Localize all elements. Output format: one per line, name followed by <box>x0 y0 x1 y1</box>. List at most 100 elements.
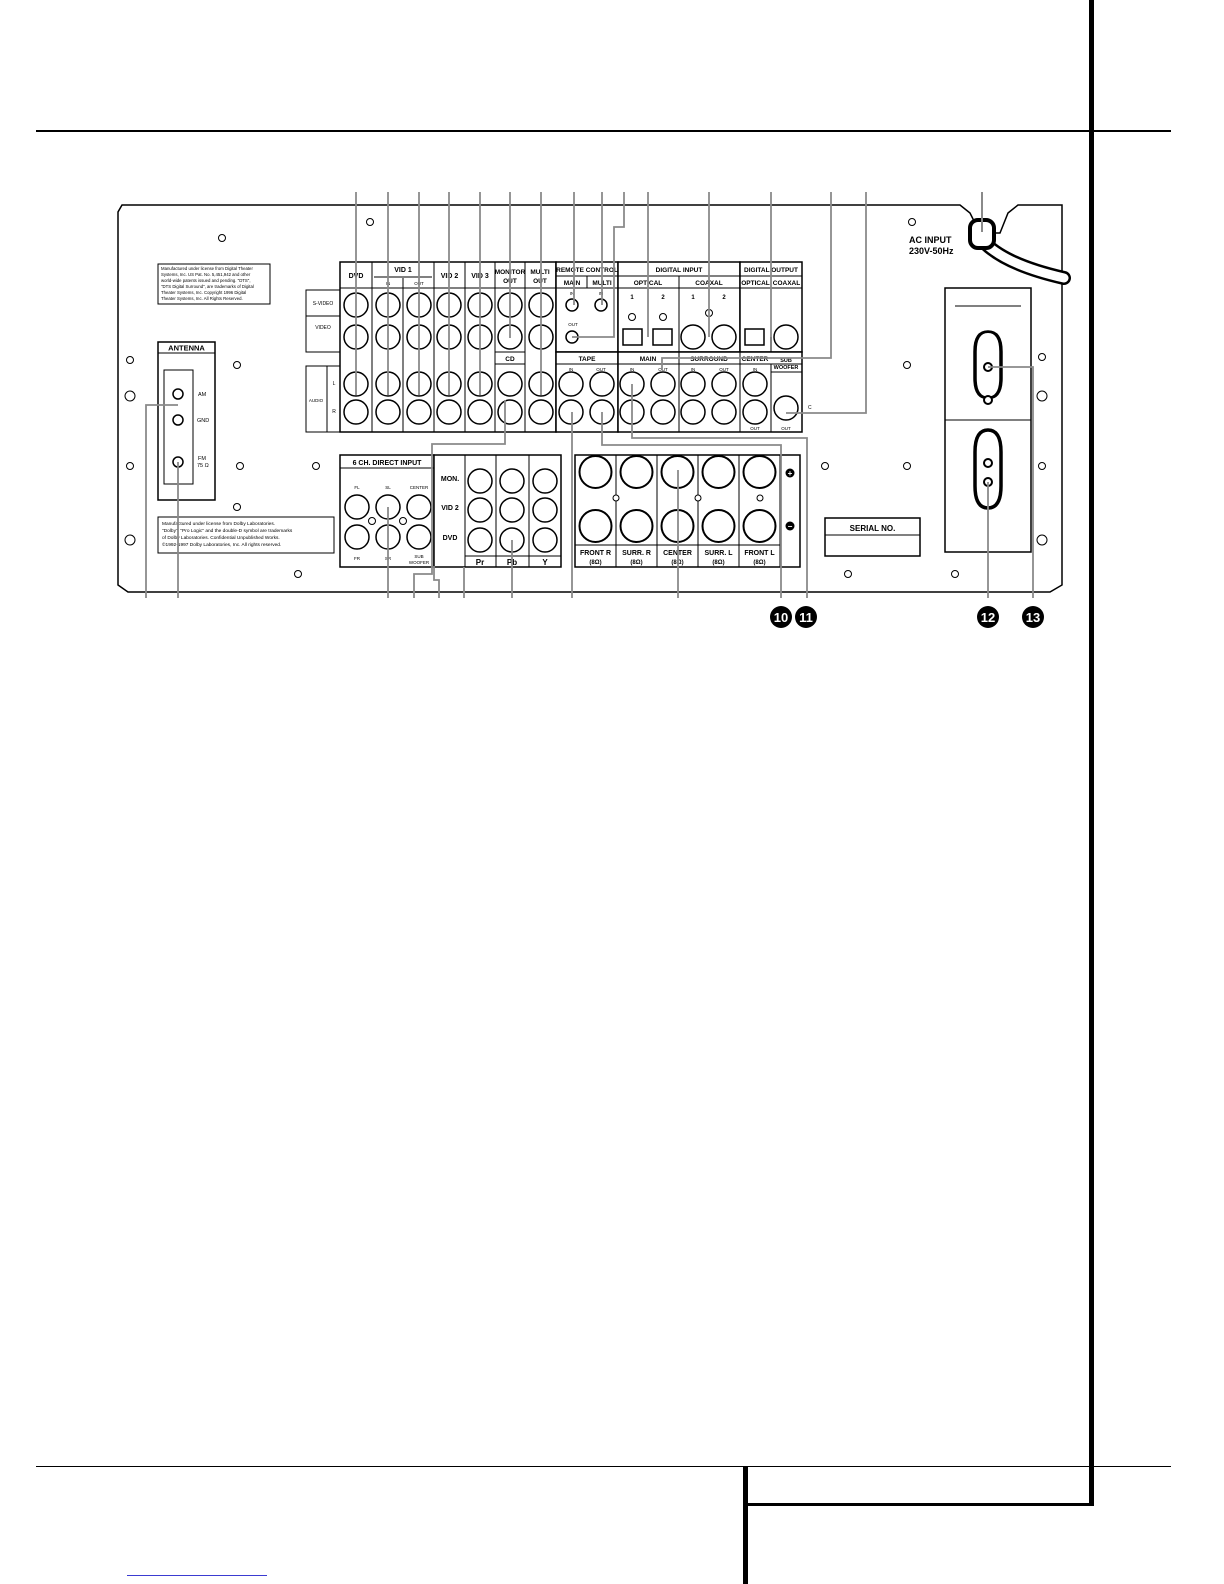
remote-main-in-label: IN <box>570 291 575 296</box>
dts-line-6: Theater Systems, Inc. All Rights Reserve… <box>161 296 243 301</box>
c-label: C <box>808 405 812 411</box>
remote-main-in-jack <box>565 298 579 312</box>
am-terminal <box>172 388 184 400</box>
cd-jack <box>497 371 523 397</box>
tape-out-l-jack <box>589 371 615 397</box>
gnd-label: GND <box>197 418 209 424</box>
component-jack <box>467 497 493 523</box>
sl-label: SL <box>385 485 391 490</box>
component-video-block: MON. VID 2 DVD Pr Pb Y <box>433 454 562 568</box>
tape-in-r-jack <box>558 399 584 425</box>
av-jack <box>467 399 493 425</box>
dts-line-2: Systems, Inc. US Pat. No. 5,451,942 and … <box>161 272 251 277</box>
antenna-title: ANTENNA <box>168 344 205 353</box>
serial-number-label: SERIAL NO. <box>850 524 896 533</box>
gnd-terminal <box>172 414 184 426</box>
plus-marker <box>785 468 795 478</box>
component-y-label: Y <box>542 558 548 567</box>
antenna-panel: ANTENNA AM GND FM 75 Ω <box>157 341 216 501</box>
preout-jack <box>711 399 737 425</box>
speaker-post-negative <box>742 509 777 543</box>
footer-link-underline <box>127 1575 267 1576</box>
dts-line-1: Manufactured under license from Digital … <box>161 266 253 271</box>
component-jack <box>532 468 558 494</box>
component-vid2-label: VID 2 <box>441 505 459 512</box>
surround-label: SURROUND <box>690 356 728 363</box>
speaker-terminal-block: + − FRONT R SURR. R CENTER SURR. L FRONT… <box>574 454 801 568</box>
tape-block: TAPE IN OUT <box>555 351 619 433</box>
fr-label: FR <box>354 556 361 561</box>
speaker-post-positive <box>701 455 736 489</box>
sub-label-2: WOOFER <box>774 365 799 371</box>
callout-10: 10 <box>774 610 788 625</box>
dolby-line-3: of Dolby Laboratories. Confidential Unpu… <box>162 535 280 541</box>
dts-line-4: "DTS Digital Surround", are trademarks o… <box>161 284 254 289</box>
av-jack <box>375 399 401 425</box>
remote-title: REMOTE CONTROL <box>556 267 618 274</box>
preout-block: MAIN SURROUND CENTER SUB WOOFER IN OUT I… <box>617 351 812 433</box>
digital-input-block: DIGITAL INPUT OPTICAL COAXAL 1 2 1 2 <box>617 261 741 353</box>
speaker-posts <box>578 455 777 543</box>
component-pr-label: Pr <box>476 558 484 567</box>
direct-input-jack <box>406 524 432 550</box>
footer-vertical-bar <box>743 1466 748 1584</box>
av-jack <box>528 399 554 425</box>
sub-label-1: SUB <box>780 358 792 364</box>
preout-jack <box>650 399 676 425</box>
direct-center-label: CENTER <box>410 485 429 490</box>
chassis-outline <box>117 204 1063 593</box>
center-label: CENTER <box>742 356 769 363</box>
direct-input-block: 6 CH. DIRECT INPUT FL SL CENTER FR SR SU… <box>339 454 435 568</box>
plus-sign: + <box>788 469 793 478</box>
preout-jack <box>680 371 706 397</box>
sub-out-label: OUT <box>781 426 791 431</box>
optical-2-jack <box>652 328 673 346</box>
digital-output-optical-jack <box>744 328 765 346</box>
av-jack <box>436 399 462 425</box>
direct-sub-label-1: SUB <box>414 554 423 559</box>
callout-11: 11 <box>799 610 813 625</box>
front-l-ohm: (8Ω) <box>753 560 765 566</box>
coaxial-1-label: 1 <box>691 295 695 301</box>
component-dvd-label: DVD <box>443 535 458 542</box>
component-jacks <box>467 468 558 553</box>
minus-marker <box>785 521 795 531</box>
audio-row-label: AUDIO <box>309 398 324 403</box>
callouts: 10 11 12 13 <box>770 606 1044 628</box>
fm-ohm-label: 75 Ω <box>197 463 209 469</box>
front-r-ohm: (8Ω) <box>589 560 601 566</box>
callout-12: 12 <box>981 610 995 625</box>
front-l-label: FRONT L <box>744 550 775 557</box>
surround-out-label: OUT <box>719 367 729 372</box>
remote-main-label: MAIN <box>564 280 581 287</box>
serial-number-box <box>824 517 921 557</box>
fl-label: FL <box>354 485 360 490</box>
speaker-post-negative <box>701 509 736 543</box>
front-r-label: FRONT R <box>580 550 611 557</box>
av-jack <box>343 399 369 425</box>
video-row-label: VIDEO <box>315 325 331 331</box>
mounting-screws <box>124 218 1048 578</box>
leader-lines <box>145 192 1034 598</box>
digital-output-optical-label: OPTICAL <box>741 280 770 287</box>
direct-input-jack <box>344 524 370 550</box>
remote-control-block: REMOTE CONTROL MAIN MULTI IN IN OUT <box>555 261 619 353</box>
preout-jack <box>680 399 706 425</box>
main-in-label: IN <box>630 367 635 372</box>
center-out-jack <box>742 399 768 425</box>
speaker-post-positive <box>578 455 613 489</box>
surr-l-label: SURR. L <box>705 550 734 557</box>
surround-in-label: IN <box>691 367 696 372</box>
dolby-notice-box <box>157 516 335 554</box>
direct-input-jack <box>344 494 370 520</box>
ac-input-line-2: 230V-50Hz <box>909 246 954 256</box>
ac-input: AC INPUT 230V-50Hz <box>909 192 1071 285</box>
component-jack <box>499 468 525 494</box>
component-mon-label: MON. <box>441 476 459 483</box>
optical-1-label: 1 <box>630 295 634 301</box>
speaker-post-negative <box>578 509 613 543</box>
audio-l-label: L <box>333 381 336 387</box>
speaker-post-negative <box>619 509 654 543</box>
preout-jack <box>711 371 737 397</box>
